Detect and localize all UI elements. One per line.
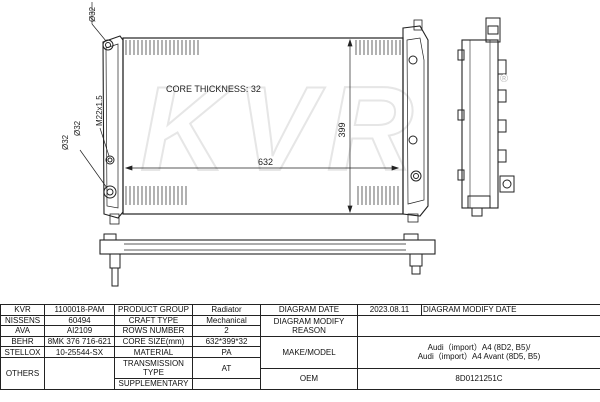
ava-value: AI2109	[44, 325, 115, 337]
modify-reason-label: DIAGRAM MODIFY REASON	[260, 314, 358, 337]
stellox-label: STELLOX	[0, 346, 45, 358]
dimension-lines	[124, 38, 400, 214]
rows-number-value: 2	[192, 325, 261, 337]
modify-reason-value	[357, 314, 600, 337]
diagram-modify-date-label: DIAGRAM MODIFY DATE	[421, 304, 600, 316]
make-model-value: Audi（import）A4 (8D2, B5)/ Audi（import）A4…	[357, 335, 600, 369]
radiator-drawing: KVR	[61, 2, 515, 287]
kvr-value: 1100018-PAM	[44, 304, 115, 316]
product-group-value: Radiator	[192, 304, 261, 316]
transmission-label: TRANSMISSION TYPE	[114, 356, 193, 380]
behr-value: 8MK 376 716-621	[44, 335, 115, 348]
oem-value: 8D0121251C	[357, 367, 600, 390]
stellox-value: 10-25544-SX	[44, 346, 115, 358]
pipe-top-label: Ø32	[88, 6, 97, 22]
ava-label: AVA	[0, 325, 45, 337]
others-label: OTHERS	[0, 356, 45, 390]
supplementary-label: SUPPLEMENTARY	[114, 378, 193, 390]
nissens-label: NISSENS	[0, 314, 45, 327]
kvr-label: KVR	[0, 304, 45, 316]
make-model-line2: Audi（import）A4 Avant (8D5, B5)	[417, 352, 541, 362]
make-model-line1: Audi（import）A4 (8D2, B5)/	[427, 343, 531, 353]
diagram-date-value: 2023.08.11	[357, 304, 422, 316]
material-label: MATERIAL	[114, 346, 193, 358]
height-dimension: 399	[337, 122, 347, 137]
width-dimension: 632	[258, 157, 273, 167]
pipe-bottom-label: Ø32	[61, 134, 70, 150]
bottom-view	[99, 233, 436, 287]
core-size-label: CORE SIZE(mm)	[114, 335, 193, 348]
front-view	[79, 2, 429, 225]
side-view	[457, 17, 515, 217]
registered-mark: ®	[500, 73, 508, 85]
product-group-label: PRODUCT GROUP	[114, 304, 193, 316]
craft-type-value: Mechanical	[192, 314, 261, 327]
diagram-date-label: DIAGRAM DATE	[260, 304, 358, 316]
material-value: PA	[192, 346, 261, 358]
pipe-low-label: Ø32	[73, 120, 82, 136]
others-value	[44, 356, 115, 390]
make-model-label: MAKE/MODEL	[260, 335, 358, 369]
oem-label: OEM	[260, 367, 358, 390]
core-size-value: 632*399*32	[192, 335, 261, 348]
pipe-thread-label: M22x1.5	[95, 95, 104, 126]
craft-type-label: CRAFT TYPE	[114, 314, 193, 327]
watermark: KVR	[140, 62, 423, 196]
core-thickness-label: CORE THICKNESS: 32	[166, 84, 261, 94]
supplementary-value	[192, 378, 261, 390]
spec-table: KVR 1100018-PAM PRODUCT GROUP Radiator D…	[0, 304, 600, 402]
transmission-value: AT	[192, 356, 261, 380]
nissens-value: 60494	[44, 314, 115, 327]
rows-number-label: ROWS NUMBER	[114, 325, 193, 337]
behr-label: BEHR	[0, 335, 45, 348]
